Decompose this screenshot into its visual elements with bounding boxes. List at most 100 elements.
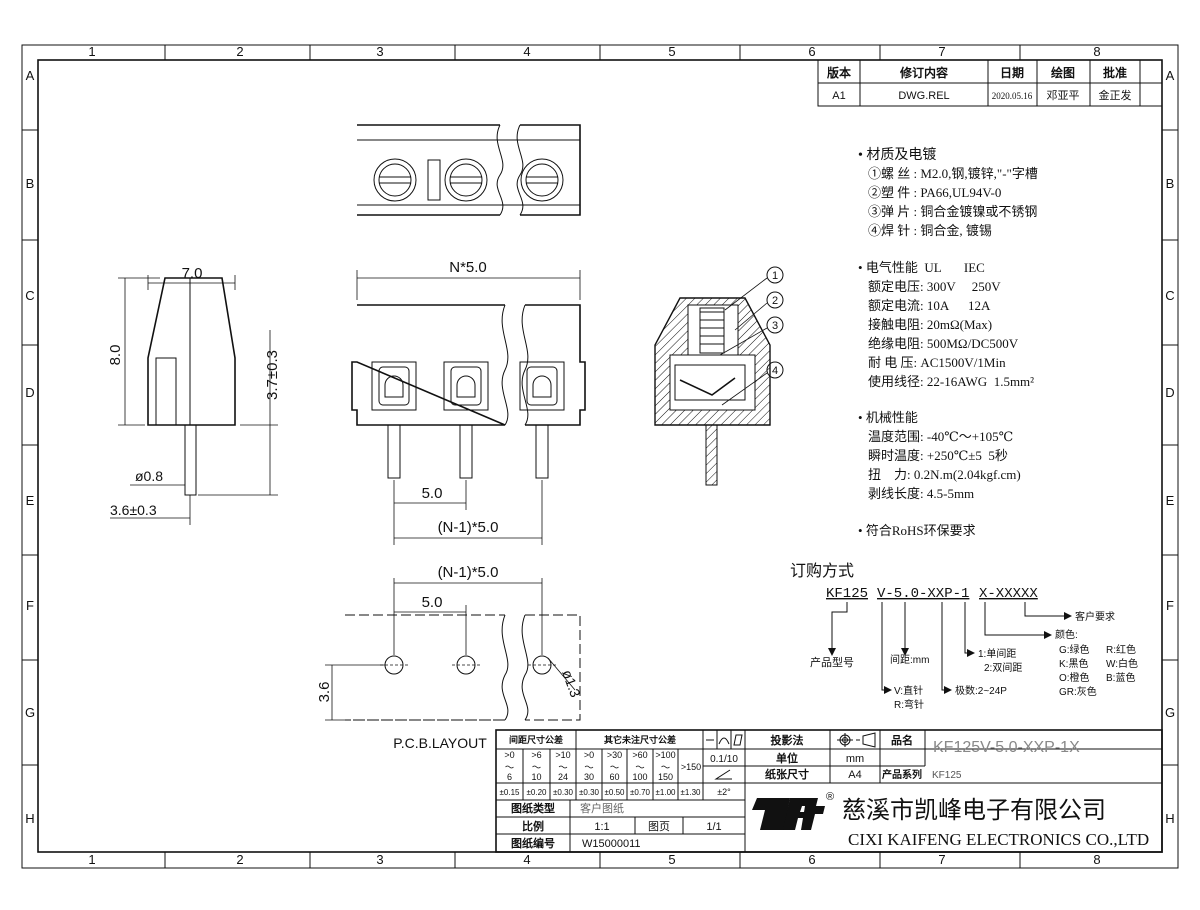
column-marker: 1 [88, 44, 95, 59]
row-marker: F [1166, 598, 1174, 613]
company-name-en: CIXI KAIFENG ELECTRONICS CO.,LTD [848, 830, 1149, 849]
tilde-icon [532, 765, 541, 769]
column-marker: 5 [668, 852, 675, 867]
column-marker: 6 [808, 852, 815, 867]
tol-range-to: 24 [558, 772, 568, 782]
title-block: 间距尺寸公差 其它未注尺寸公差 >06>610>1024>030>3060>60… [495, 729, 1163, 853]
dim-side-width: 7.0 [182, 265, 203, 282]
callout-4: 4 [721, 361, 784, 406]
drawing-type: 客户图纸 [580, 801, 624, 815]
rev-drawn-by: 邓亚平 [1047, 89, 1080, 102]
dim-side-height: 8.0 [107, 345, 124, 366]
pcb-layout: (N-1)*5.0 5.0 3.6 ø1.3 P.C.B.LAYOUT [316, 564, 584, 751]
rev-header-approved: 批准 [1103, 65, 1127, 80]
row-marker: E [26, 493, 35, 508]
tol-header-other: 其它未注尺寸公差 [604, 734, 676, 745]
side-view: 7.0 8.0 3.7±0.3 ø0.8 3.6±0.3 [107, 265, 281, 525]
rev-date: 2020.05.16 [992, 91, 1033, 101]
company-logo [752, 798, 825, 830]
ordering-code: 订购方式 KF125 V-5.0-XXP-1 X-XXXXX 产品型号 间距:m… [790, 562, 1138, 711]
tol-value: ±0.15 [500, 788, 521, 797]
first-angle-projection-icon [837, 732, 876, 748]
callout-1: 1 [724, 266, 784, 311]
callout-number: 1 [772, 270, 778, 282]
column-marker: 8 [1093, 44, 1100, 59]
tilde-icon [610, 765, 619, 769]
tilde-icon [635, 765, 645, 769]
tol-value: ±0.30 [553, 788, 574, 797]
dim-pin-offset: 3.6±0.3 [110, 502, 157, 518]
tilde-icon [558, 765, 568, 769]
product-series-label: 产品系列 [882, 768, 922, 781]
tol-flatness: 0.1/10 [710, 754, 738, 765]
tilde-icon [584, 765, 594, 769]
row-marker: H [25, 811, 34, 826]
strip-length: 剥线长度: 4.5-5mm [868, 486, 974, 501]
solder-temperature: 瞬时温度: +250℃±5 5秒 [868, 448, 1008, 463]
label-pitch: 间距:mm [890, 653, 929, 666]
column-marker: 4 [523, 44, 530, 59]
row-marker: C [1165, 288, 1174, 303]
revision-table: 版本 修订内容 日期 绘图 批准 A1 DWG.REL 2020.05.16 邓… [817, 59, 1163, 107]
svg-text:• 电气性能 UL IEC: • 电气性能 UL IEC [858, 260, 985, 275]
label-poles: 极数:2~24P [955, 684, 1007, 697]
rev-content: DWG.REL [898, 90, 949, 102]
tol-value: ±0.50 [605, 788, 626, 797]
materials-title: 材质及电镀 [866, 146, 936, 163]
material-spring: ③弹 片 : 铜合金镀镍或不锈钢 [868, 204, 1037, 219]
front-view: N*5.0 5.0 (N-1)*5.0 [351, 259, 586, 545]
page-label: 图页 [648, 820, 670, 833]
row-marker: A [1166, 68, 1175, 83]
row-marker: D [25, 385, 34, 400]
callout-number: 3 [772, 320, 778, 332]
tilde-icon [505, 765, 514, 769]
callout-number: 2 [772, 295, 778, 307]
temperature-range: 温度范围: -40℃～+105℃ [868, 429, 1013, 444]
svg-text:• 机械性能: • 机械性能 [858, 410, 918, 425]
rev-header-version: 版本 [827, 65, 851, 80]
callout-2: 2 [734, 291, 784, 331]
top-view [357, 124, 581, 216]
color-white: W:白色 [1106, 657, 1138, 670]
tol-value: ±0.30 [579, 788, 600, 797]
dim-pcb-pitch-total: (N-1)*5.0 [438, 564, 499, 581]
specifications: • 材质及电镀 ①螺 丝 : M2.0,钢,镀锌,"-"字槽 ②塑 件 : PA… [858, 146, 1038, 538]
pcb-hole-icon [528, 655, 556, 675]
contact-resistance: 接触电阻: 20mΩ(Max) [868, 317, 992, 332]
column-marker: 5 [668, 44, 675, 59]
column-marker: 4 [523, 852, 530, 867]
pcb-layout-label: P.C.B.LAYOUT [393, 735, 487, 751]
screw-icon [444, 158, 488, 202]
torque: 扭 力: 0.2N.m(2.04kgf.cm) [868, 467, 1021, 482]
tilde-icon [661, 765, 670, 769]
callout-number: 4 [772, 365, 778, 377]
section-view: 1 2 3 4 [654, 266, 784, 486]
row-marker: F [26, 598, 34, 613]
tol-range-from: >10 [555, 750, 570, 760]
spacing-single: 1:单间距 [978, 647, 1016, 660]
dim-pin-length: 3.7±0.3 [264, 350, 281, 400]
code-suffix: X-XXXXX [979, 586, 1038, 602]
column-marker: 2 [236, 44, 243, 59]
code-series: KF125 [826, 586, 868, 602]
row-marker: B [1166, 176, 1175, 191]
row-marker: A [26, 68, 35, 83]
scale-value: 1:1 [594, 821, 609, 833]
dim-total-width: N*5.0 [449, 259, 487, 276]
wire-range: 使用线径: 22-16AWG 1.5mm² [868, 374, 1034, 389]
material-plastic: ②塑 件 : PA66,UL94V-0 [868, 185, 1001, 200]
insulation-resistance: 绝缘电阻: 500MΩ/DC500V [868, 336, 1019, 351]
withstand-voltage: 耐 电 压: AC1500V/1Min [868, 355, 1006, 370]
tol-range-to: 6 [507, 772, 512, 782]
callout-3: 3 [719, 316, 784, 356]
rev-version: A1 [832, 90, 845, 102]
color-blue: B:蓝色 [1106, 671, 1135, 684]
rev-header-content: 修订内容 [899, 65, 948, 80]
rated-voltage: 额定电压: 300V 250V [868, 279, 1001, 294]
tol-value: ±0.20 [527, 788, 548, 797]
tol-range-from: >0 [504, 750, 514, 760]
row-marker: C [25, 288, 34, 303]
color-black: K:黑色 [1059, 657, 1088, 670]
row-marker: G [1165, 705, 1175, 720]
